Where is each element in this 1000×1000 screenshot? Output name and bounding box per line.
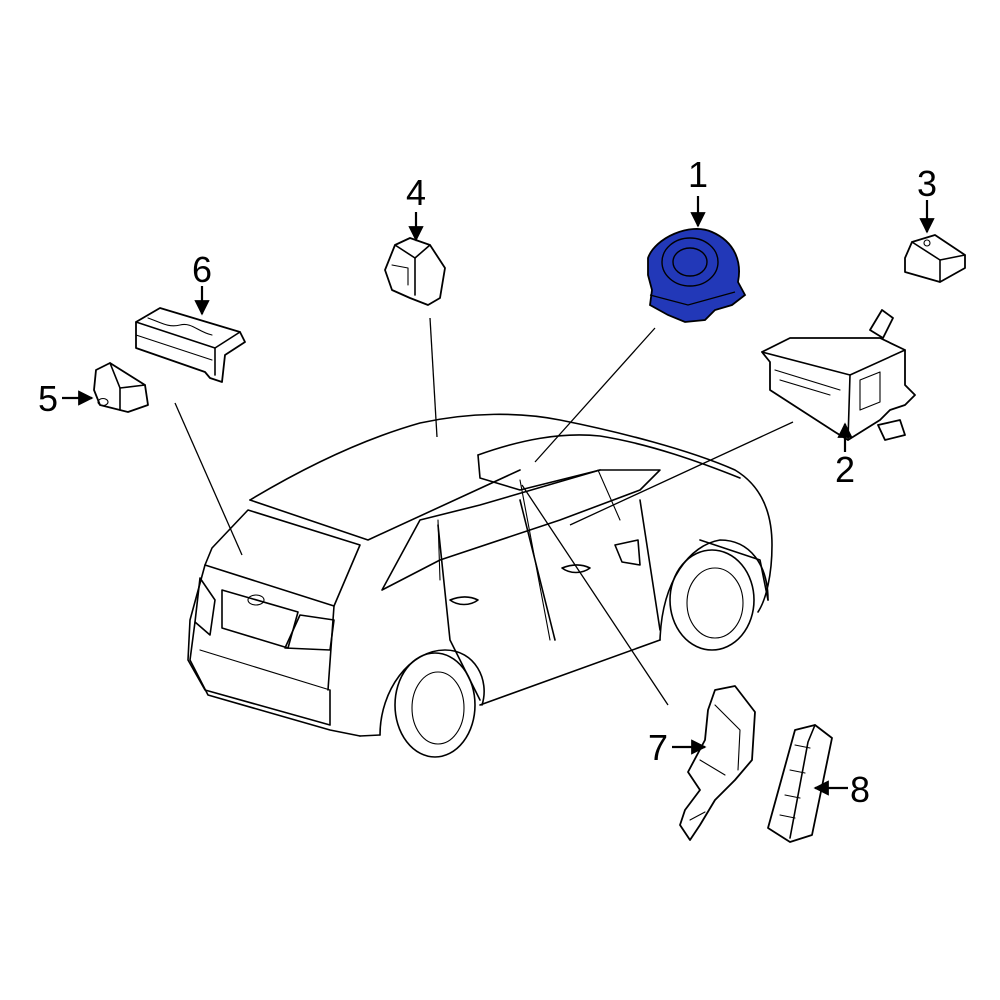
callout-7: 7 xyxy=(648,727,668,768)
callout-3: 3 xyxy=(917,163,937,204)
leader-part-4 xyxy=(429,317,438,438)
part-5-sensor xyxy=(93,362,149,413)
leader-part-7 xyxy=(521,484,669,706)
leader-part-2 xyxy=(569,421,794,526)
callout-2: 2 xyxy=(835,449,855,490)
part-6-bracket xyxy=(135,307,246,383)
leader-part-1 xyxy=(534,327,656,463)
part-3-sensor xyxy=(904,234,966,283)
callout-arrows xyxy=(62,196,935,796)
callout-6: 6 xyxy=(192,249,212,290)
callout-numbers: 1 2 3 4 5 6 7 8 xyxy=(38,154,937,810)
part-8-module xyxy=(767,724,833,843)
callout-8: 8 xyxy=(850,769,870,810)
part-2-airbag-module xyxy=(761,309,916,441)
callout-1: 1 xyxy=(688,154,708,195)
callout-5: 5 xyxy=(38,378,58,419)
leader-lines xyxy=(174,317,794,706)
vehicle-illustration xyxy=(187,413,773,758)
part-1-clock-spring xyxy=(647,228,747,323)
callout-4: 4 xyxy=(406,172,426,213)
leader-part-6 xyxy=(174,402,243,556)
part-4-sensor xyxy=(384,237,446,306)
part-7-module xyxy=(679,685,756,841)
